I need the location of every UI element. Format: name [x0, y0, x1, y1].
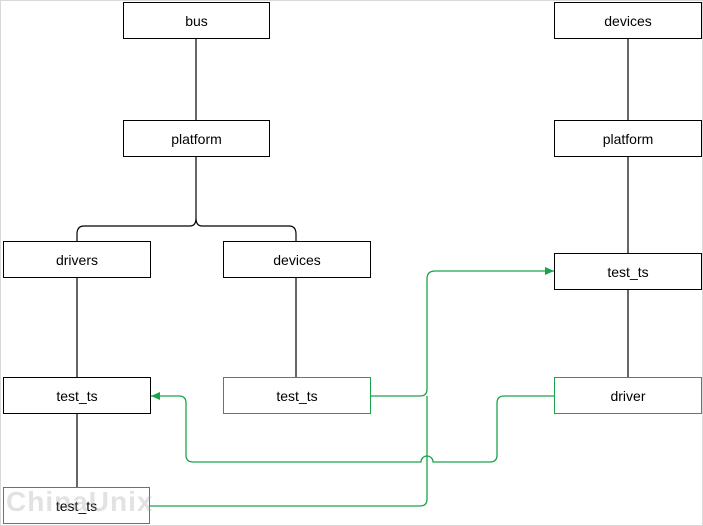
- platform-left-node: platform: [123, 120, 270, 157]
- platform-right-label: platform: [602, 130, 654, 147]
- device-to-right-test-ts-link: [371, 267, 554, 397]
- test-ts-link-label: test_ts: [55, 497, 98, 514]
- test-ts-driver-label: test_ts: [56, 387, 98, 404]
- bottom-test-ts-link: [150, 396, 428, 507]
- driver-to-left-test-ts-link: [151, 392, 554, 463]
- driver-node: driver: [554, 377, 702, 414]
- devices-right-label: devices: [604, 12, 652, 29]
- devices-left-label: devices: [273, 251, 321, 268]
- test-ts-device-node: test_ts: [223, 377, 371, 414]
- bus-label: bus: [185, 12, 208, 29]
- drivers-label: drivers: [55, 251, 98, 268]
- test-ts-link-node: test_ts: [3, 487, 150, 524]
- test-ts-right-node: test_ts: [554, 253, 702, 290]
- platform-right-node: platform: [554, 120, 702, 157]
- bus-node: bus: [123, 2, 270, 39]
- driver-label: driver: [610, 387, 646, 404]
- devices-left-node: devices: [223, 241, 371, 278]
- drivers-node: drivers: [3, 241, 151, 278]
- platform-left-label: platform: [171, 130, 222, 147]
- test-ts-driver-node: test_ts: [3, 377, 151, 414]
- test-ts-right-label: test_ts: [607, 263, 649, 280]
- platform-branch-line: [76, 157, 297, 242]
- test-ts-device-label: test_ts: [276, 387, 318, 404]
- devices-right-node: devices: [554, 2, 702, 39]
